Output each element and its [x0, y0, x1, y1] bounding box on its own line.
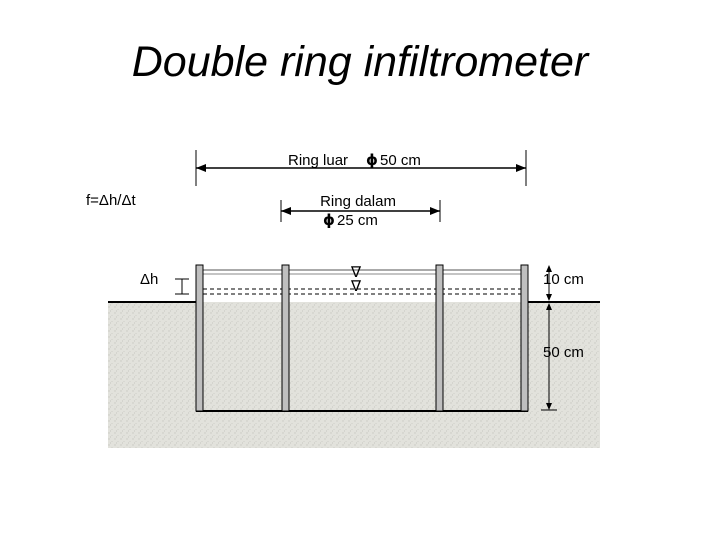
water-level-symbol-2: ∇ — [350, 277, 362, 295]
inner-ring-diameter-symbol: ϕ — [323, 211, 335, 229]
above-ground-arrow-top — [546, 265, 552, 272]
page-title: Double ring infiltrometer — [131, 38, 589, 86]
above-ground-arrow-bottom — [546, 294, 552, 301]
soil-block — [108, 302, 600, 448]
below-ground-label: 50 cm — [543, 344, 584, 361]
outer-ring-left-wall — [195, 264, 204, 412]
inner-ring-diameter: 25 cm — [337, 212, 378, 229]
outer-ring-right-wall — [520, 264, 529, 412]
delta-h-label: Δh — [140, 271, 158, 288]
outer-ring-diameter: 50 cm — [380, 152, 421, 169]
outer-ring-diameter-symbol: ϕ — [366, 151, 378, 169]
inner-ring-right-wall — [435, 264, 444, 412]
below-ground-arrow-bottom — [546, 403, 552, 410]
inner-ring-left-wall — [281, 264, 290, 412]
infiltration-formula: f=Δh/Δt — [86, 192, 136, 209]
water-level-symbol-1: ∇ — [350, 263, 362, 281]
inner-ring-arrow-left — [281, 207, 291, 215]
above-ground-label: 10 cm — [543, 271, 584, 288]
inner-ring-label: Ring dalam — [320, 193, 396, 210]
below-ground-arrow-top — [546, 303, 552, 310]
outer-ring-arrow-right — [516, 164, 526, 172]
inner-ring-arrow-right — [430, 207, 440, 215]
water-body — [203, 270, 522, 302]
outer-ring-arrow-left — [196, 164, 206, 172]
outer-ring-label: Ring luar — [288, 152, 348, 169]
